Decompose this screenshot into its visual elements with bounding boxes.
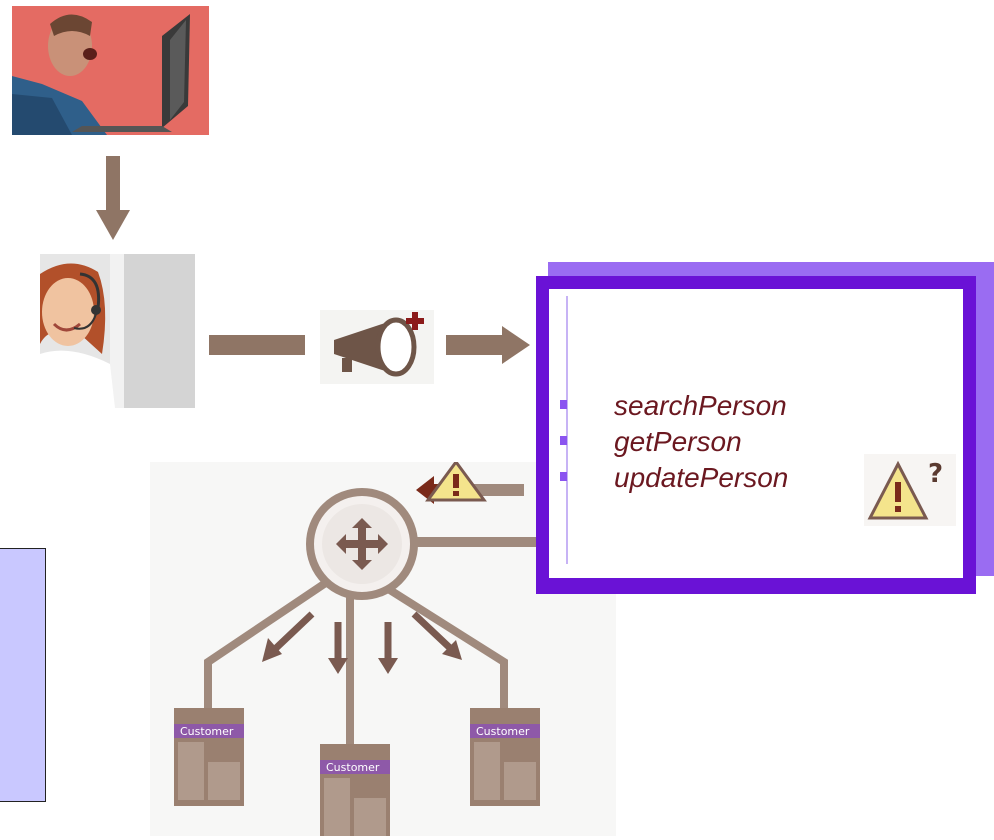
method-label: getPerson: [614, 426, 742, 457]
method-item-update-person: updatePerson: [560, 460, 789, 496]
customer-label: Customer: [476, 725, 530, 738]
down-arrow: [96, 156, 130, 240]
connector-bar: [209, 335, 305, 355]
side-panel: [0, 548, 46, 802]
bullet-icon: [560, 436, 567, 445]
customer-server-2: Customer: [320, 744, 390, 836]
method-label: updatePerson: [614, 462, 789, 493]
move-hub-icon: [306, 488, 418, 600]
warning-question-icon: ?: [864, 454, 956, 526]
customer-label: Customer: [326, 761, 380, 774]
customer-network-diagram: Customer Customer Customer: [150, 459, 616, 836]
method-box-inner: searchPerson getPerson updatePerson ?: [560, 296, 963, 564]
right-arrow: [446, 326, 530, 364]
customer-server-3: Customer: [470, 708, 540, 806]
method-item-get-person: getPerson: [560, 424, 788, 460]
method-item-search-person: searchPerson: [560, 388, 788, 424]
warning-icon: [416, 459, 524, 504]
customer-label: Customer: [180, 725, 234, 738]
call-center-agent-photo: [40, 254, 195, 408]
method-box: searchPerson getPerson updatePerson ?: [536, 276, 976, 594]
method-label: searchPerson: [614, 390, 787, 421]
svg-text:?: ?: [928, 459, 943, 489]
distribution-arrows: [262, 611, 462, 674]
megaphone-icon: [320, 310, 434, 384]
bullet-icon: [560, 400, 567, 409]
angry-customer-photo: [12, 6, 209, 135]
method-list: searchPerson getPerson updatePerson: [560, 388, 789, 496]
customer-server-1: Customer: [174, 708, 244, 806]
bullet-icon: [560, 472, 567, 481]
